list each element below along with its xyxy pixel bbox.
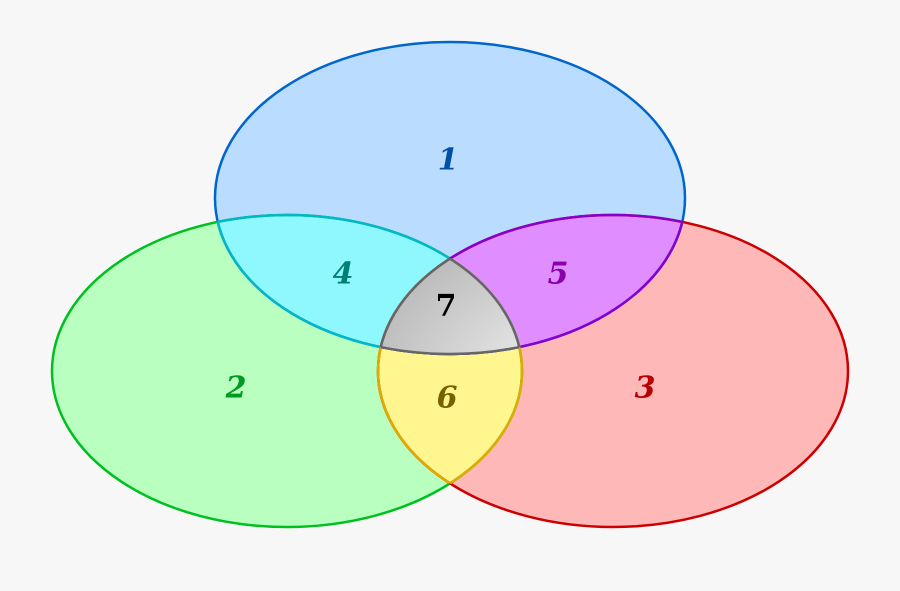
intersection-6-outline	[376, 215, 522, 527]
region-label-5: 5	[548, 257, 569, 292]
region-label-4: 4	[333, 257, 354, 292]
region-label-2: 2	[225, 371, 247, 406]
intersection-7-outline-c	[378, 215, 522, 356]
region-label-7: 7	[436, 289, 457, 324]
intersection-5-region	[378, 215, 685, 354]
region-label-6: 6	[437, 381, 458, 416]
intersection-4-outline	[215, 213, 524, 354]
intersection-6-outline-b	[378, 215, 524, 527]
intersection-4-region	[215, 215, 522, 354]
intersection-5-outline	[376, 213, 685, 354]
region-label-3: 3	[635, 371, 656, 406]
region-label-1: 1	[438, 143, 459, 178]
